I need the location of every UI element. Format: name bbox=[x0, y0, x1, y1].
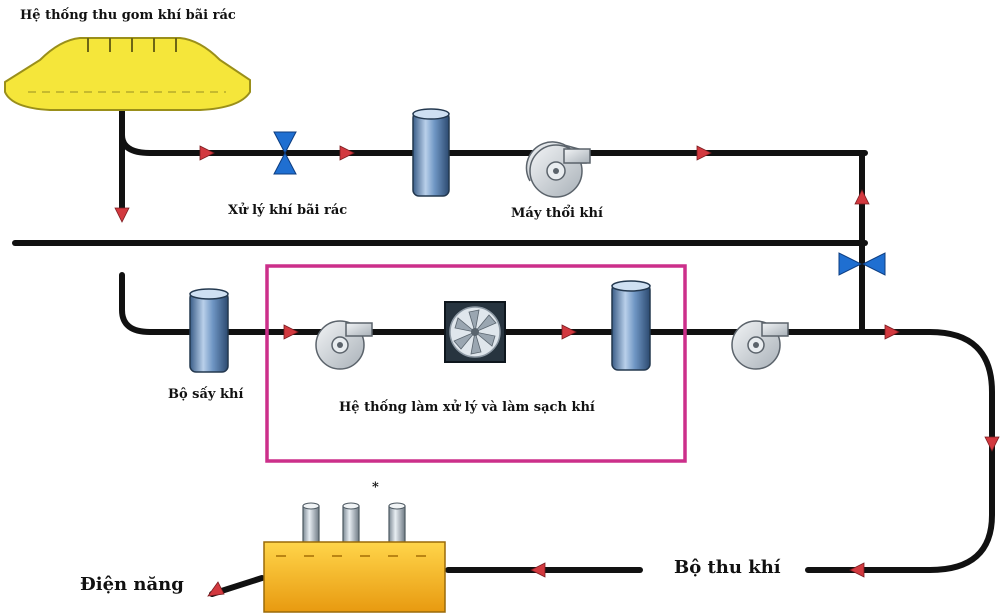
arrow-right bbox=[561, 324, 577, 340]
landfill-gas-treatment-label: Xử lý khí bãi rác bbox=[228, 203, 348, 218]
arrow-down bbox=[114, 207, 130, 223]
arrow-left bbox=[207, 581, 225, 597]
arrow-right bbox=[696, 145, 712, 161]
pipe-landfill-to-top-line bbox=[119, 105, 868, 156]
arrow-up bbox=[854, 189, 870, 205]
fan-exchanger-icon bbox=[444, 301, 506, 363]
valve-icon bbox=[838, 252, 886, 276]
generator-icon bbox=[263, 502, 446, 613]
gas-collector-label: Bộ thu khí bbox=[674, 557, 781, 578]
blower-icon bbox=[525, 141, 591, 198]
arrow-right bbox=[283, 324, 299, 340]
arrow-right bbox=[339, 145, 355, 161]
blower-icon bbox=[731, 320, 789, 370]
arrow-left bbox=[530, 562, 546, 578]
landfill-collection-label: Hệ thống thu gom khí bãi rác bbox=[20, 8, 236, 23]
treatment-system-label: Hệ thống làm xử lý và làm sạch khí bbox=[339, 400, 595, 415]
flow-arrows bbox=[114, 145, 1000, 597]
blower-icon bbox=[315, 320, 373, 370]
arrow-left bbox=[849, 562, 865, 578]
gas-dryer-label: Bộ sấy khí bbox=[168, 387, 244, 402]
electricity-label: Điện năng bbox=[80, 574, 184, 595]
asterisk-mark: * bbox=[372, 480, 379, 495]
dryer-tank-icon bbox=[189, 288, 229, 373]
pipe-bottom-process-line bbox=[119, 272, 995, 573]
valve-icon bbox=[273, 131, 297, 175]
blower-label: Máy thổi khí bbox=[511, 206, 603, 221]
treatment-system-frame bbox=[265, 264, 687, 463]
arrow-down bbox=[984, 436, 1000, 452]
arrow-right bbox=[884, 324, 900, 340]
arrow-right bbox=[199, 145, 215, 161]
filter-tank-icon bbox=[412, 108, 450, 197]
cleaning-tank-icon bbox=[611, 280, 651, 371]
landfill-dome bbox=[4, 37, 251, 111]
